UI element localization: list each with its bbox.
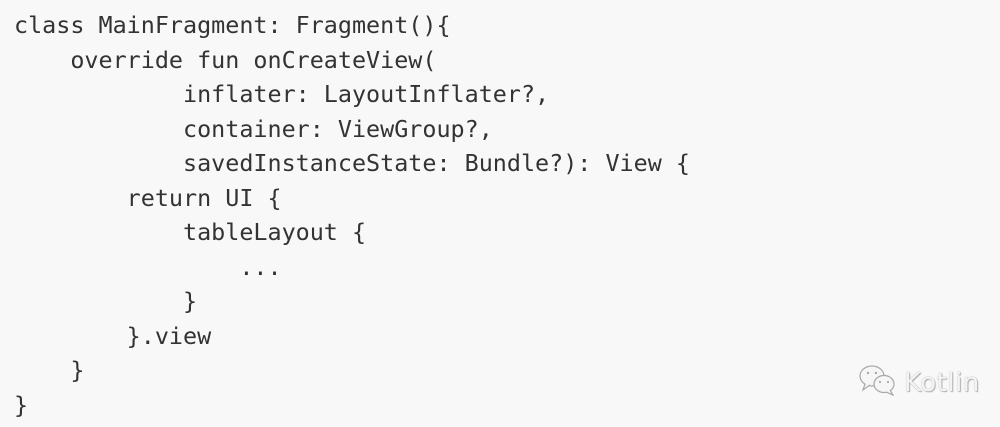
watermark-text: Kotlin — [904, 367, 980, 398]
watermark: Kotlin — [858, 364, 980, 401]
code-line: } — [14, 287, 198, 315]
code-line: }.view — [14, 321, 212, 350]
code-line: savedInstanceState: Bundle?): View { — [14, 149, 690, 177]
code-line: tableLayout { — [14, 218, 367, 246]
code-line: return UI { — [14, 183, 282, 212]
code-line: container: ViewGroup?, — [14, 114, 493, 143]
code-line: } — [14, 390, 29, 419]
code-line: inflater: LayoutInflater?, — [14, 80, 550, 108]
wechat-icon — [858, 364, 898, 401]
code-line: } — [14, 356, 85, 384]
code-line: ... — [14, 252, 282, 281]
code-line: override fun onCreateView( — [14, 45, 437, 74]
code-block: class MainFragment: Fragment(){ override… — [14, 8, 690, 422]
code-line: class MainFragment: Fragment(){ — [14, 11, 451, 39]
